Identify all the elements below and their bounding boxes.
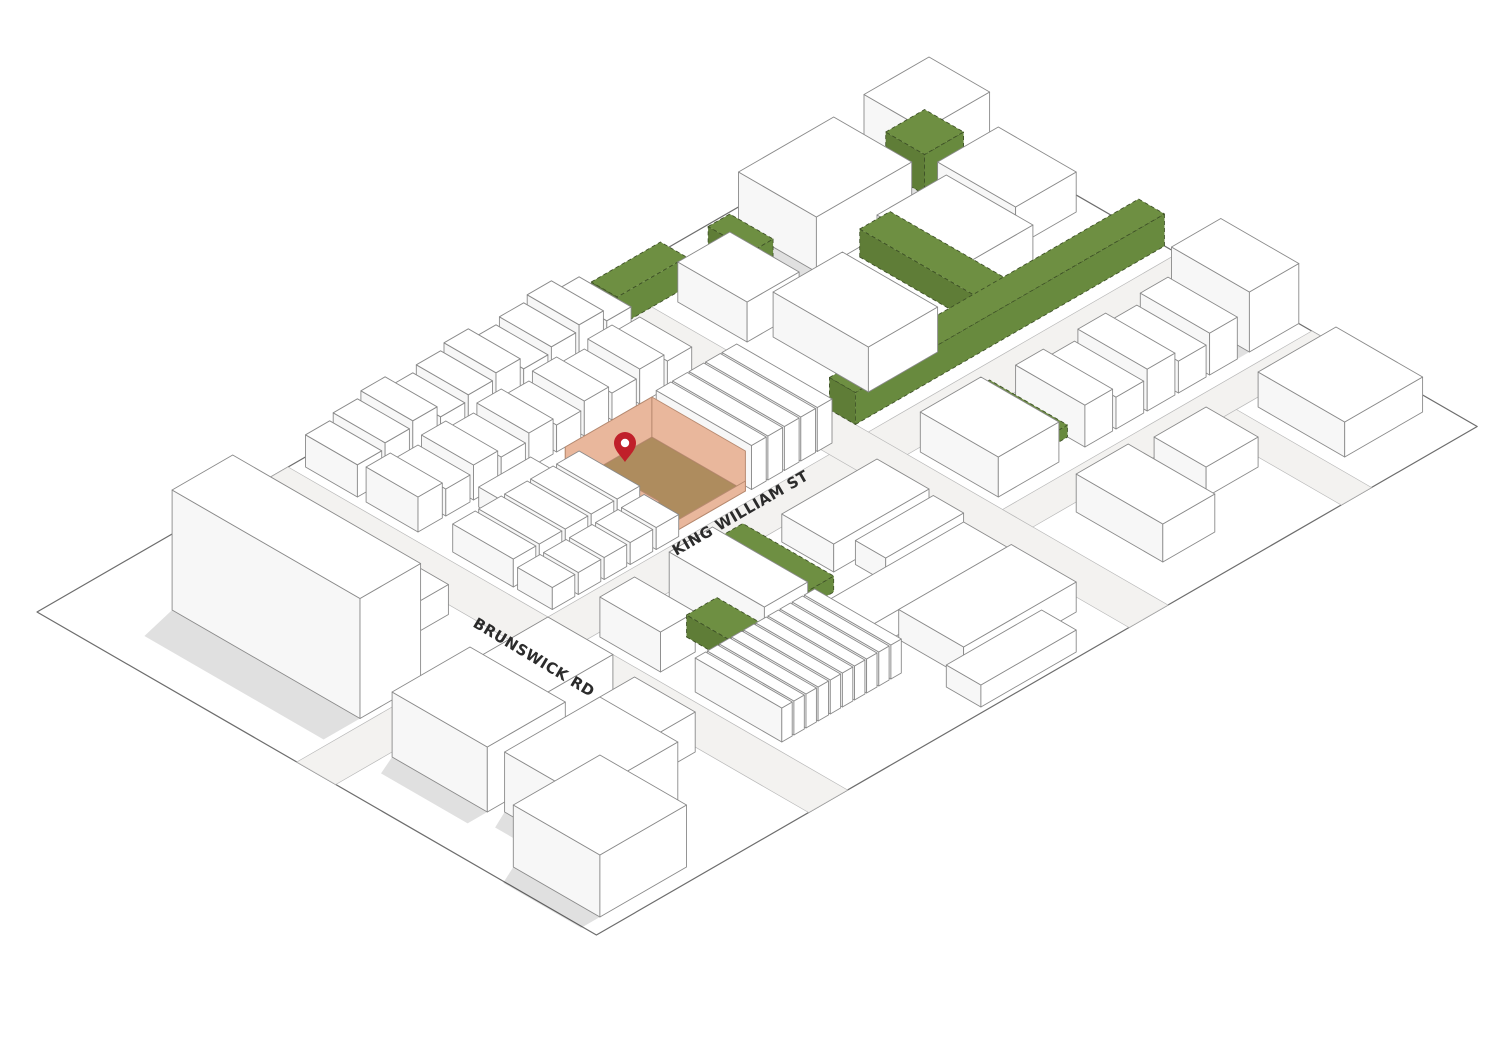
building-roof: [767, 609, 866, 667]
building-front: [817, 680, 829, 722]
building-roof: [504, 480, 589, 530]
building-roof: [772, 251, 939, 348]
building: [772, 251, 939, 393]
building-shadow: [144, 610, 360, 740]
map-pin-icon: [614, 432, 636, 462]
building-front: [829, 673, 842, 715]
building-roof: [863, 56, 991, 130]
building-roof: [443, 328, 521, 374]
green-space-roof: [590, 241, 687, 298]
green-space-roof: [885, 109, 964, 155]
building-roof: [476, 388, 554, 434]
building-front: [805, 687, 817, 729]
building: [945, 609, 1077, 708]
building-roof: [512, 754, 687, 856]
building-roof: [731, 630, 829, 688]
building: [694, 651, 793, 743]
building-roof: [688, 362, 800, 427]
building-roof: [569, 524, 628, 558]
building-front: [854, 659, 866, 701]
building-roof: [365, 452, 443, 498]
building-roof: [1075, 443, 1216, 525]
building-roof: [531, 356, 610, 402]
building-roof: [655, 381, 767, 446]
building-roof: [945, 609, 1077, 686]
building-front: [841, 666, 854, 708]
building-roof: [781, 458, 930, 545]
building-roof: [478, 495, 563, 545]
building-roof: [721, 343, 833, 408]
building-roof: [1139, 276, 1238, 334]
buildings: [144, 56, 1424, 928]
building: [1075, 443, 1216, 563]
building-roof: [755, 616, 854, 674]
building-roof: [543, 539, 602, 573]
building: [144, 454, 422, 740]
building-roof: [854, 495, 965, 559]
green-space-front: [616, 256, 687, 328]
site-wall: [651, 396, 746, 492]
building-roof: [791, 595, 890, 653]
building: [1015, 348, 1114, 448]
building: [517, 554, 576, 610]
building-roof: [919, 376, 1060, 458]
building-roof: [415, 350, 493, 396]
building-shadow: [503, 867, 600, 928]
building-roof: [1171, 218, 1300, 293]
building-front: [878, 645, 890, 687]
building: [503, 754, 687, 928]
building: [1257, 326, 1424, 458]
building-roof: [1015, 348, 1114, 406]
building-roof: [803, 588, 902, 646]
building-front: [866, 652, 878, 694]
building-roof: [706, 644, 805, 702]
building-roof: [517, 554, 576, 588]
building-front: [781, 701, 793, 743]
building-roof: [171, 454, 422, 599]
building-front: [767, 427, 784, 481]
building-front: [816, 398, 833, 452]
building-roof: [672, 372, 784, 437]
building-roof: [391, 646, 566, 748]
building-front: [783, 417, 800, 471]
building: [919, 376, 1060, 498]
building-roof: [587, 324, 665, 370]
building-roof: [305, 420, 383, 466]
building-roof: [677, 231, 800, 303]
building-roof: [332, 398, 410, 444]
building-roof: [421, 420, 499, 466]
building-roof: [779, 602, 878, 660]
green-space-side: [829, 377, 856, 425]
building-roof: [937, 126, 1077, 208]
building-roof: [360, 376, 438, 422]
building-roof: [743, 623, 842, 681]
building-front: [890, 638, 902, 680]
green-space-roof: [707, 213, 774, 252]
building: [365, 452, 443, 533]
building-roof: [526, 280, 604, 326]
building-roof: [1077, 312, 1176, 370]
building-roof: [898, 544, 1077, 648]
building-roof: [1257, 326, 1424, 423]
building-roof: [556, 450, 641, 500]
building-roof: [694, 651, 793, 709]
building-roof: [668, 526, 809, 608]
building-front: [800, 408, 816, 462]
building-front: [751, 436, 767, 490]
building-shadow: [381, 757, 488, 824]
building-roof: [595, 509, 654, 543]
building-roof: [452, 510, 537, 560]
building-roof: [705, 353, 816, 418]
building-roof: [621, 494, 680, 528]
building-roof: [1153, 406, 1259, 468]
building-roof: [530, 465, 615, 515]
building-roof: [738, 116, 913, 218]
building: [730, 116, 913, 282]
building-roof: [498, 302, 577, 348]
building-front: [793, 694, 805, 736]
building-roof: [718, 637, 817, 695]
